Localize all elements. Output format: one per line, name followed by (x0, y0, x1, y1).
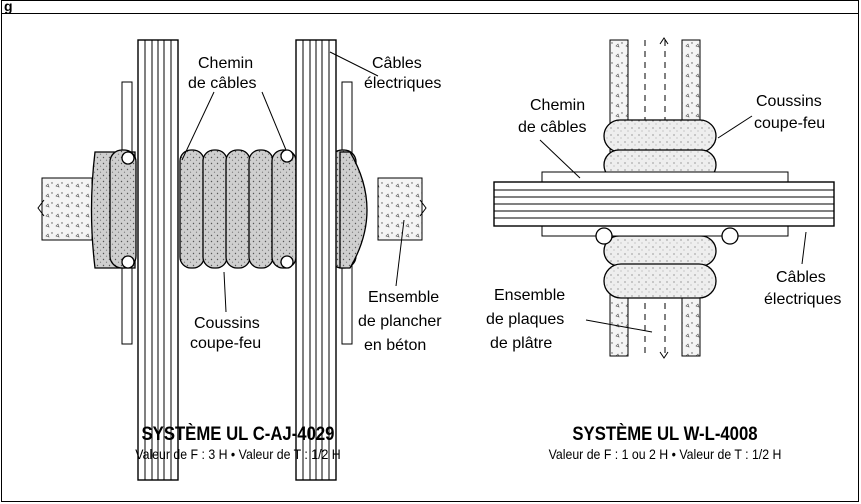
label-right-tray-2: de câbles (518, 119, 587, 136)
label-right-cables-1: Câbles (776, 269, 826, 286)
label-gypsum-3: de plâtre (490, 335, 552, 352)
label-electrical-cables-2: électriques (364, 75, 441, 92)
label-right-tray-1: Chemin (530, 97, 585, 114)
label-right-pillows-1: Coussins (756, 93, 822, 110)
label-gypsum-1: Ensemble (494, 287, 565, 304)
label-gypsum-2: de plaques (486, 311, 564, 328)
left-floor-slab (41, 177, 93, 241)
left-system-title: SYSTÈME UL C-AJ-4029 (141, 424, 335, 445)
right-leader-lines (539, 115, 807, 333)
label-floor-2: de plancher (358, 313, 442, 330)
tray-rung (721, 227, 739, 245)
tray-rung (121, 151, 135, 165)
label-cable-tray-1: Chemin (198, 55, 253, 72)
left-cable-bundle-1 (137, 39, 179, 481)
figure-header-label: g (4, 0, 13, 14)
right-pillows-upper (603, 119, 717, 181)
slab-break-right (419, 199, 427, 217)
label-right-cables-2: électriques (764, 291, 841, 308)
label-pillows-1: Coussins (194, 315, 260, 332)
left-system-ratings: Valeur de F : 3 H • Valeur de T : 1/2 H (135, 446, 341, 462)
left-cable-bundle-2 (295, 39, 337, 481)
left-diagram: Chemin de câbles Câbles électriques Cous… (37, 39, 442, 481)
tray-rung (280, 255, 294, 269)
wall-break-bottom (659, 351, 669, 359)
label-electrical-cables-1: Câbles (372, 55, 422, 72)
right-diagram: Chemin de câbles Coussins coupe-feu Câbl… (486, 37, 841, 359)
tray-rung (121, 255, 135, 269)
label-cable-tray-2: de câbles (188, 75, 257, 92)
tray-rung (280, 149, 294, 163)
figure-header: g (1, 0, 859, 14)
tray-plate-bottom (541, 225, 789, 237)
right-floor-slab (377, 177, 423, 241)
right-system-ratings: Valeur de F : 1 ou 2 H • Valeur de T : 1… (548, 446, 782, 462)
label-floor-1: Ensemble (368, 289, 439, 306)
right-system-title: SYSTÈME UL W-L-4008 (572, 424, 758, 445)
left-leader-lines (181, 51, 405, 313)
tray-rung (595, 227, 613, 245)
gypsum-lower-left (609, 291, 629, 357)
gypsum-lower-right (681, 291, 701, 357)
slab-break-left (37, 199, 45, 217)
right-pillows-lower (603, 235, 717, 299)
label-floor-3: en béton (364, 337, 426, 354)
right-cable-bundle (493, 181, 835, 227)
label-pillows-2: coupe-feu (190, 335, 261, 352)
label-right-pillows-2: coupe-feu (754, 115, 825, 132)
wall-break-top (659, 37, 669, 45)
